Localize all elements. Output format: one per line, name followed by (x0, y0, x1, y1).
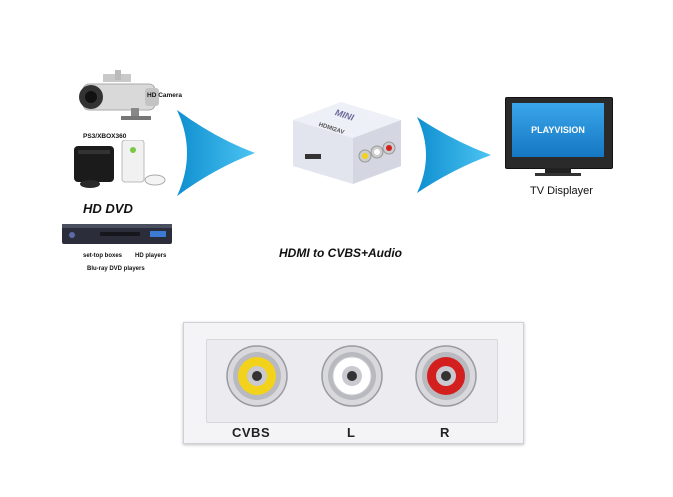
tv-label: TV Displayer (530, 185, 593, 197)
cvbs-label: CVBS (232, 425, 271, 440)
converter-box-image (293, 102, 401, 184)
hd-camera-label: HD Camera (147, 92, 183, 99)
sources-column: HD Camera PS3/XBOX360 HD DVD set-top box… (55, 60, 185, 300)
left-audio-jack-icon (321, 345, 383, 407)
consoles-label: PS3/XBOX360 (83, 133, 127, 140)
bluray-label: Blu-ray DVD players (87, 266, 145, 272)
dvd-player-icon (62, 224, 172, 244)
tv-stand (545, 168, 571, 173)
tv-base (535, 173, 581, 176)
hd-dvd-logo-text: HD DVD (83, 201, 133, 216)
arrow-icon (417, 117, 491, 193)
right-audio-jack-icon (415, 345, 477, 407)
tv-set: PLAYVISION (505, 97, 613, 177)
arrow-icon (177, 110, 255, 196)
settop-label: set-top boxes (83, 253, 123, 259)
tv-screen: PLAYVISION (512, 103, 604, 157)
game-consoles-icon (74, 140, 166, 188)
cvbs-jack-icon (226, 345, 288, 407)
hd-dvd-logo: HD DVD (83, 201, 133, 216)
diagram-caption: HDMI to CVBS+Audio (279, 246, 402, 260)
cctv-camera-icon (79, 70, 159, 120)
hd-players-label: HD players (135, 253, 167, 259)
left-label: L (347, 425, 356, 440)
right-label: R (440, 425, 450, 440)
tv-screen-text: PLAYVISION (531, 125, 585, 135)
